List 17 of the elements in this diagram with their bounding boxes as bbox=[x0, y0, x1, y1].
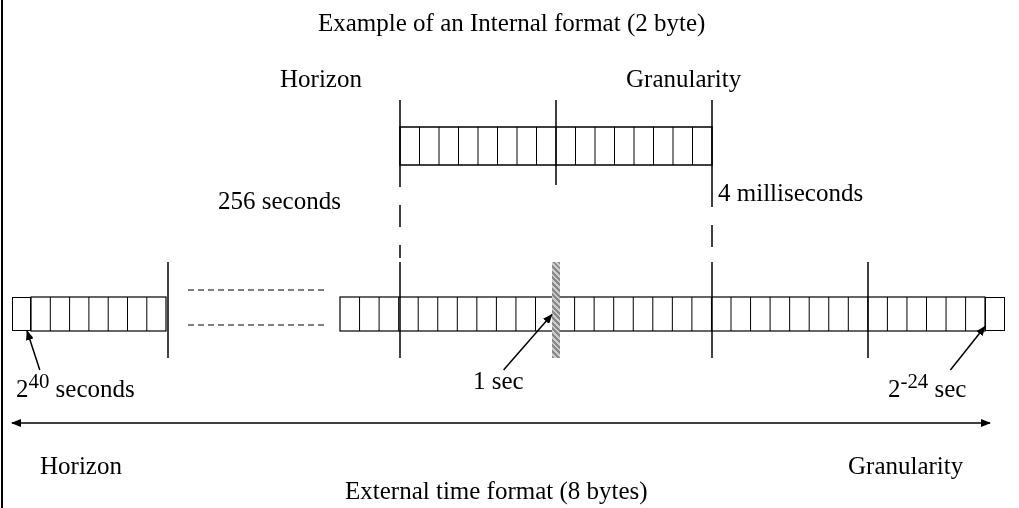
leader-label: 1 sec bbox=[473, 366, 524, 396]
leader-arrow bbox=[26, 330, 41, 371]
heading-label: Horizon bbox=[280, 64, 362, 94]
leader-label: 2$^{40}$ seconds bbox=[16, 366, 135, 405]
value-label: 4 milliseconds bbox=[718, 178, 864, 208]
heading-label: Granularity bbox=[626, 64, 742, 94]
title: Example of an Internal format (2 byte) bbox=[318, 8, 706, 38]
caption: External time format (8 bytes) bbox=[345, 476, 648, 506]
leader-label: 2$^{-24}$ sec bbox=[888, 366, 967, 405]
second-boundary-bar bbox=[552, 262, 560, 358]
bit-cell bbox=[985, 297, 1005, 331]
heading-label: Granularity bbox=[848, 451, 964, 481]
leader-arrow bbox=[502, 313, 553, 371]
bit-cell bbox=[12, 297, 31, 331]
value-label: 256 seconds bbox=[218, 186, 341, 216]
leader-arrow bbox=[949, 325, 986, 371]
heading-label: Horizon bbox=[40, 451, 122, 481]
